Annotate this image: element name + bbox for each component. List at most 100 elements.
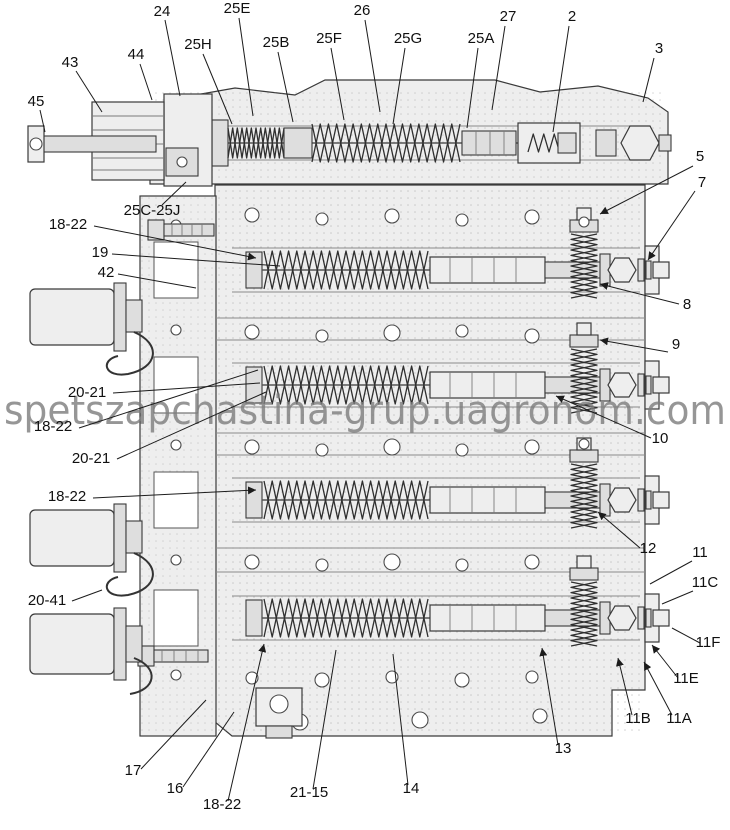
callout-25H-label: 25H: [184, 36, 212, 53]
spool-assembly-row-2: [232, 322, 670, 414]
spool-assembly-row-3: [232, 437, 670, 529]
callout-44: 44: [128, 46, 153, 101]
callout-20-21-a: 20-21: [68, 382, 261, 401]
callout-25G-label: 25G: [394, 30, 422, 47]
callout-24: 24: [154, 3, 181, 97]
callout-21-15-label: 21-15: [290, 784, 328, 801]
callout-25F-label: 25F: [316, 30, 342, 47]
callout-9: 9: [599, 336, 680, 353]
callout-17: 17: [125, 699, 207, 779]
callout-20-21-b: 20-21: [72, 391, 267, 467]
callout-25B: 25B: [263, 34, 294, 123]
callout-18-22-c-label: 18-22: [48, 488, 86, 505]
solenoid-1-wire: [105, 331, 154, 376]
callout-12: 12: [597, 511, 657, 557]
callout-25F: 25F: [316, 30, 345, 121]
top-bolt: [147, 219, 215, 241]
watermark: spetszapchastina-grup.uagronom.com: [4, 388, 726, 434]
callout-20-21-a-label: 20-21: [68, 384, 106, 401]
callout-25E: 25E: [224, 0, 254, 117]
callout-21-15: 21-15: [290, 649, 337, 801]
callout-27: 27: [491, 8, 517, 111]
watermark-text: spetszapchastina-grup.uagronom.com: [4, 388, 726, 434]
lock-nut: [607, 372, 637, 398]
callout-18-22-b-label: 18-22: [34, 418, 72, 435]
callout-5-label: 5: [696, 148, 704, 165]
callout-25A: 25A: [466, 30, 495, 129]
callout-2-label: 2: [568, 8, 576, 25]
callout-7-label: 7: [698, 174, 706, 191]
clevis-pin-hole: [29, 137, 43, 151]
callout-20-21-b-label: 20-21: [72, 450, 110, 467]
spool: [429, 371, 546, 399]
lock-nut: [607, 257, 637, 283]
callout-16-label: 16: [167, 780, 184, 797]
callout-26: 26: [354, 2, 381, 113]
solenoid-2-wire: [105, 552, 154, 597]
callout-11B-label: 11B: [625, 710, 651, 727]
callout-11F-label: 11F: [696, 634, 721, 651]
callout-20-41: 20-41: [28, 589, 103, 609]
callout-9-label: 9: [672, 336, 680, 353]
callouts: 24 25E 26 27 2 3 43 44 25H 25B 25F 25G 2…: [28, 0, 721, 813]
spool: [429, 604, 546, 632]
callout-45-label: 45: [28, 93, 45, 110]
callout-25E-label: 25E: [224, 0, 251, 17]
callout-25B-label: 25B: [263, 34, 290, 51]
callout-25H: 25H: [184, 36, 233, 125]
solenoid-3-wire: [129, 657, 153, 695]
callout-43: 43: [62, 54, 103, 113]
callout-42: 42: [98, 264, 197, 289]
callout-10: 10: [555, 395, 669, 447]
callout-25G: 25G: [392, 30, 422, 125]
callout-18-22-a-label: 18-22: [49, 216, 87, 233]
callout-7: 7: [647, 174, 706, 261]
callout-8-label: 8: [683, 296, 691, 313]
callout-45: 45: [28, 93, 46, 133]
callout-20-41-label: 20-41: [28, 592, 66, 609]
clevis-rod-assembly: [27, 93, 213, 187]
callout-8: 8: [599, 282, 691, 313]
callout-11B: 11B: [616, 657, 651, 727]
callout-25C-25J-label: 25C-25J: [124, 202, 181, 219]
callout-19: 19: [92, 244, 281, 267]
bottom-bracket: [255, 687, 303, 739]
callout-11: 11: [649, 544, 708, 585]
callout-12-label: 12: [640, 540, 657, 557]
callout-11C: 11C: [661, 574, 719, 605]
callout-11E: 11E: [651, 644, 699, 687]
callout-11E-label: 11E: [673, 670, 699, 687]
lock-nut: [607, 605, 637, 631]
callout-14-label: 14: [403, 780, 420, 797]
callout-25C-25J: 25C-25J: [124, 181, 187, 219]
solenoid-3: [29, 607, 153, 695]
callout-19-label: 19: [92, 244, 109, 261]
lock-nut: [607, 487, 637, 513]
callout-11C-label: 11C: [692, 574, 719, 591]
callout-11-label: 11: [692, 544, 708, 561]
callout-3: 3: [642, 40, 663, 103]
spool: [429, 256, 546, 284]
callout-11F: 11F: [671, 627, 721, 651]
callout-42-label: 42: [98, 264, 115, 281]
callout-18-22-d: 18-22: [203, 643, 267, 813]
callout-25A-label: 25A: [468, 30, 495, 47]
callout-11A: 11A: [643, 661, 692, 727]
callout-2: 2: [552, 8, 576, 133]
inlet-valve-assembly: [211, 119, 672, 167]
callout-13-label: 13: [555, 740, 572, 757]
callout-24-label: 24: [154, 3, 171, 20]
callout-26-label: 26: [354, 2, 371, 19]
callout-3-label: 3: [655, 40, 663, 57]
callout-44-label: 44: [128, 46, 145, 63]
callout-10-label: 10: [652, 430, 669, 447]
callout-18-22-b: 18-22: [34, 369, 259, 435]
callout-11A-label: 11A: [666, 710, 692, 727]
valve-body: [214, 184, 660, 737]
callout-5: 5: [599, 148, 704, 215]
callout-16: 16: [167, 711, 235, 797]
callout-18-22-d-label: 18-22: [203, 796, 241, 813]
callout-27-label: 27: [500, 8, 517, 25]
callout-17-label: 17: [125, 762, 142, 779]
